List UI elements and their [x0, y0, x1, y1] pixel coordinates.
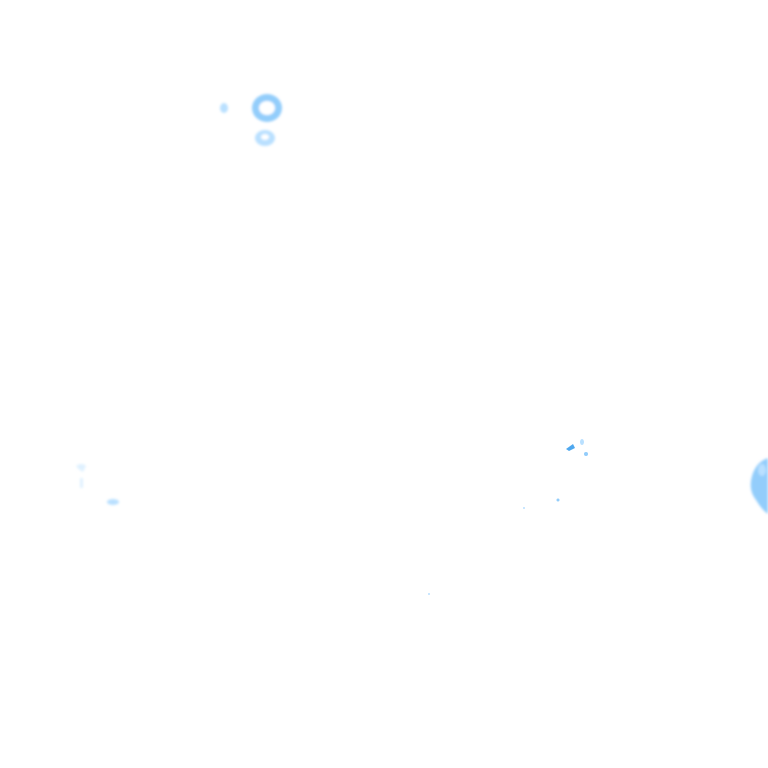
- precip-echo-east: [750, 458, 768, 514]
- precip-echo-west: [76, 464, 119, 505]
- precip-echo-north: [220, 94, 282, 146]
- precip-echo-central: [428, 439, 588, 595]
